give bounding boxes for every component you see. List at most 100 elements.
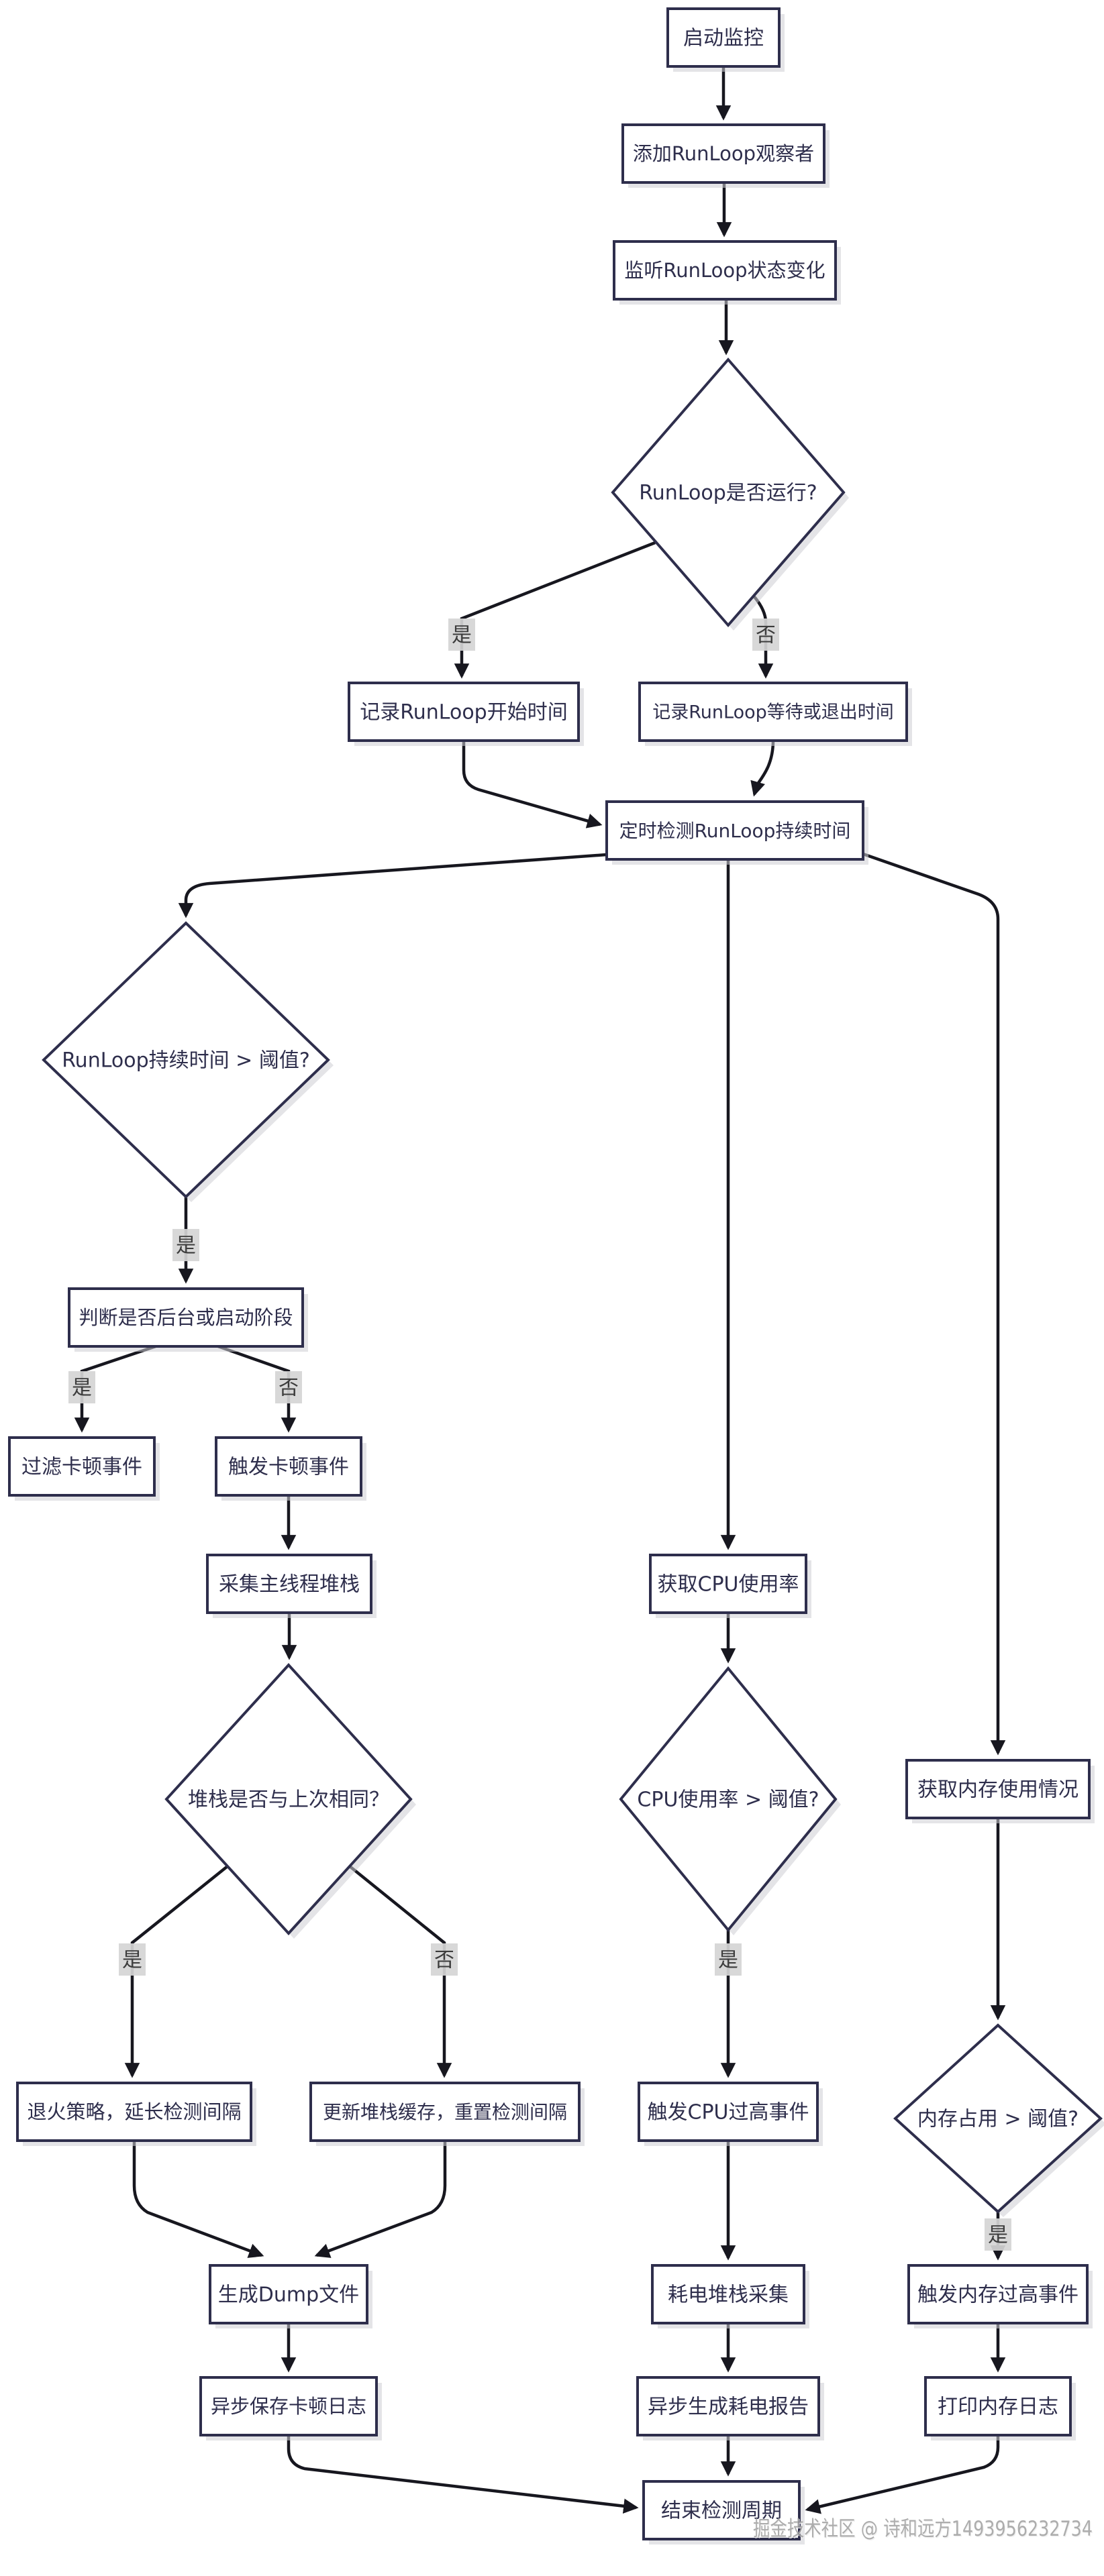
branch-label-bg	[752, 619, 779, 651]
node-rec_wait: 记录RunLoop等待或退出时间	[638, 682, 912, 746]
process-box	[16, 2082, 252, 2142]
edge-d_running-to-rec_start	[454, 541, 656, 679]
node-label-trigger_mem: 触发内存过高事件	[917, 2284, 1078, 2307]
branch-label-bg	[119, 1943, 146, 1976]
edge-print_mem-to-end_cycle	[805, 2435, 1000, 2514]
node-d_stack: 堆栈是否与上次相同？	[164, 1663, 416, 1939]
node-filter_lag: 过滤卡顿事件	[8, 1436, 160, 1501]
node-label-d_duration: RunLoop持续时间 > 阈值?	[62, 1049, 310, 1073]
process-box	[215, 1436, 362, 1497]
process-box	[907, 2264, 1089, 2324]
process-box	[651, 2264, 805, 2324]
node-d_duration: RunLoop持续时间 > 阈值?	[42, 921, 334, 1202]
process-box	[642, 2480, 801, 2540]
node-judge_bg: 判断是否后台或启动阶段	[68, 1287, 308, 1352]
process-box	[209, 2264, 368, 2324]
node-d_cpu: CPU使用率 > 阈值?	[619, 1666, 841, 1935]
node-add_observer: 添加RunLoop观察者	[621, 123, 830, 188]
node-label-power_stack: 耗电堆栈采集	[668, 2284, 789, 2307]
branch-label-text: 是	[452, 624, 472, 647]
branch-label-text: 否	[279, 1377, 299, 1400]
process-box	[309, 2082, 581, 2142]
branch-label-bg	[172, 1229, 199, 1261]
process-box	[8, 1436, 156, 1497]
process-box	[666, 7, 781, 68]
branch-label-text: 是	[72, 1377, 92, 1400]
node-label-filter_lag: 过滤卡顿事件	[21, 1456, 142, 1479]
branch-label-bg	[448, 619, 475, 651]
process-box	[199, 2376, 378, 2436]
node-save_log: 异步保存卡顿日志	[199, 2376, 382, 2440]
branch-label-bg	[275, 1371, 302, 1403]
watermark-text: 掘金技术社区 @ 诗和远方1493956232734	[753, 2517, 1093, 2541]
branch-label-text: 是	[988, 2224, 1008, 2247]
edge-d_stack-to-update_cache	[348, 1865, 452, 2078]
process-box	[605, 800, 864, 861]
decision-diamond	[893, 2023, 1103, 2214]
node-label-dump: 生成Dump文件	[218, 2284, 359, 2307]
branch-label-text: 是	[176, 1234, 196, 1258]
edge-timer_check-to-get_mem	[862, 852, 1006, 1756]
decision-diamond	[611, 357, 846, 628]
node-get_mem: 获取内存使用情况	[905, 1759, 1095, 1823]
process-box	[206, 1554, 372, 1614]
edge-rec_start-to-timer_check	[462, 741, 603, 828]
branch-label-bg	[715, 1943, 742, 1976]
branch-labels-layer: 是否是是否是否是是	[68, 619, 1011, 2251]
branch-label-d_running-to-rec_start: 是	[448, 619, 475, 651]
node-label-rec_wait: 记录RunLoop等待或退出时间	[652, 702, 894, 722]
node-listen_state: 监听RunLoop状态变化	[613, 240, 841, 305]
decision-diamond	[164, 1663, 413, 1935]
branch-label-bg	[985, 2218, 1011, 2251]
node-label-d_stack: 堆栈是否与上次相同？	[188, 1788, 389, 1812]
node-label-start: 启动监控	[683, 27, 764, 50]
process-box	[348, 682, 580, 742]
process-box	[905, 1759, 1091, 1819]
edge-update_cache-to-dump	[314, 2141, 447, 2258]
node-label-d_mem: 内存占用 > 阈值?	[917, 2108, 1078, 2131]
node-collect_stack: 采集主线程堆栈	[206, 1554, 377, 1618]
node-end_cycle: 结束检测周期	[642, 2480, 805, 2544]
branch-label-text: 是	[718, 1949, 738, 1972]
node-label-end_cycle: 结束检测周期	[661, 2500, 782, 2523]
branch-label-d_mem-to-trigger_mem: 是	[985, 2218, 1011, 2251]
node-label-update_cache: 更新堆栈缓存，重置检测间隔	[323, 2101, 567, 2123]
node-label-add_observer: 添加RunLoop观察者	[633, 142, 814, 165]
node-trigger_lag: 触发卡顿事件	[215, 1436, 366, 1501]
process-box	[68, 1287, 304, 1348]
branch-label-bg	[68, 1371, 95, 1403]
node-dump: 生成Dump文件	[209, 2264, 372, 2328]
branch-label-judge_bg-to-trigger_lag: 否	[275, 1371, 302, 1403]
branch-label-d_cpu-to-trigger_cpu: 是	[715, 1943, 742, 1976]
process-box	[649, 1554, 807, 1614]
branch-label-text: 是	[122, 1949, 142, 1972]
node-label-d_running: RunLoop是否运行?	[639, 482, 817, 505]
node-start: 启动监控	[666, 7, 785, 72]
process-box	[924, 2376, 1072, 2436]
node-label-get_cpu: 获取CPU使用率	[658, 1573, 799, 1597]
node-label-trigger_cpu: 触发CPU过高事件	[648, 2101, 809, 2125]
process-box	[636, 2376, 820, 2436]
branch-label-d_duration-to-judge_bg: 是	[172, 1229, 199, 1261]
node-get_cpu: 获取CPU使用率	[649, 1554, 811, 1618]
node-timer_check: 定时检测RunLoop持续时间	[605, 800, 868, 865]
node-trigger_cpu: 触发CPU过高事件	[638, 2082, 823, 2146]
decision-diamond	[42, 921, 330, 1199]
process-box	[621, 123, 825, 184]
node-power_report: 异步生成耗电报告	[636, 2376, 824, 2440]
node-rec_start: 记录RunLoop开始时间	[348, 682, 584, 746]
edge-rec_wait-to-timer_check	[750, 740, 775, 797]
node-label-trigger_lag: 触发卡顿事件	[228, 1456, 349, 1479]
branch-label-bg	[431, 1943, 458, 1976]
node-anneal: 退火策略，延长检测间隔	[16, 2082, 256, 2146]
node-label-collect_stack: 采集主线程堆栈	[219, 1573, 360, 1597]
process-box	[638, 2082, 819, 2142]
process-box	[638, 682, 908, 742]
node-label-judge_bg: 判断是否后台或启动阶段	[79, 1306, 293, 1329]
edge-anneal-to-dump	[132, 2141, 264, 2258]
node-d_running: RunLoop是否运行?	[611, 357, 849, 631]
node-label-get_mem: 获取内存使用情况	[917, 1778, 1078, 1802]
